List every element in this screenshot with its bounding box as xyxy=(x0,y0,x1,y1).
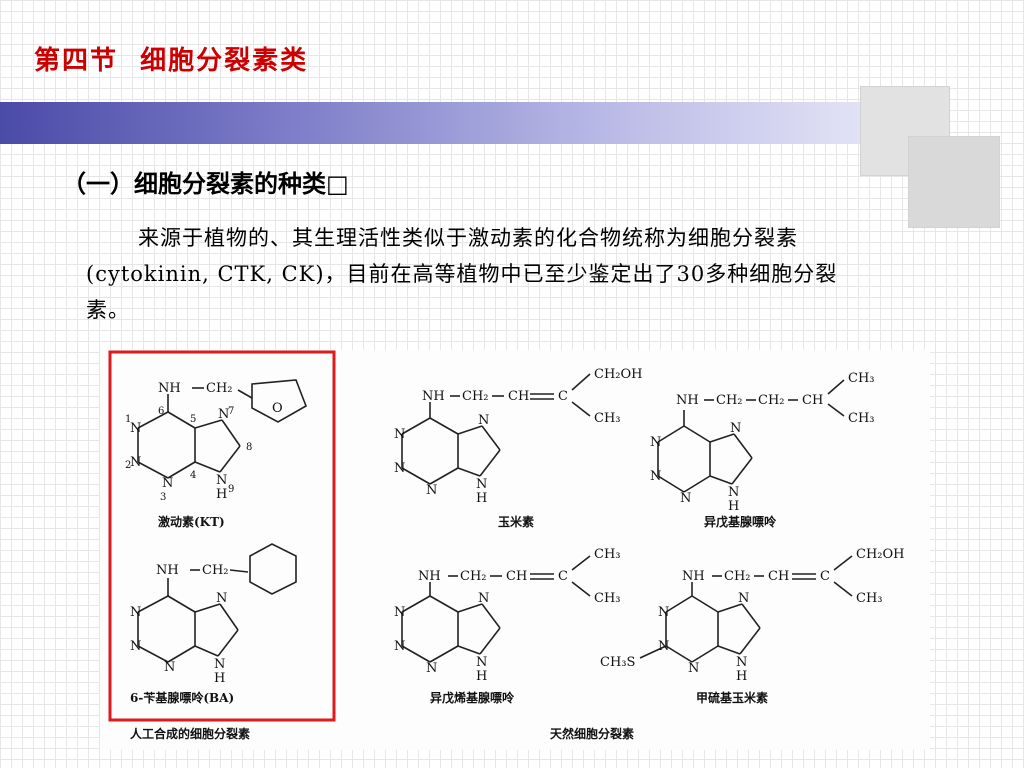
atom-label: NH xyxy=(158,381,181,396)
section-heading: （一）细胞分裂素的种类□ xyxy=(62,169,349,198)
atom-label: NH xyxy=(422,389,445,404)
atom-label: N xyxy=(658,605,669,620)
atom-label: C xyxy=(558,389,568,404)
isopentyladenine-caption: 异戊基腺嘌呤 xyxy=(704,514,777,529)
methylthiozeatin-structure: N N N N N H CH₃S NH CH₂ CH C CH₂OH CH₃ xyxy=(600,547,905,684)
ring-number: 7 xyxy=(228,406,234,417)
atom-label: N xyxy=(478,591,489,606)
atom-label: H xyxy=(214,671,225,686)
ring-number: 5 xyxy=(190,414,196,425)
atom-label: CH₃ xyxy=(594,591,621,606)
slide-title: 第四节 细胞分裂素类 xyxy=(34,46,309,76)
atom-label: N xyxy=(658,639,669,654)
atom-label: CH₃ xyxy=(848,411,875,426)
atom-label: H xyxy=(216,487,227,502)
atom-label: N xyxy=(394,639,405,654)
atom-label: N xyxy=(130,421,141,436)
atom-label: CH₂ xyxy=(462,389,489,404)
atom-label: O xyxy=(272,401,283,416)
atom-label: N xyxy=(426,483,437,498)
atom-label: N xyxy=(130,639,141,654)
atom-label: N xyxy=(162,476,173,491)
atom-label: CH₃S xyxy=(600,655,635,670)
isopentenyladenine-caption: 异戊烯基腺嘌呤 xyxy=(430,690,515,705)
atom-label: CH xyxy=(768,569,789,584)
atom-label: N xyxy=(130,455,141,470)
body-paragraph: 来源于植物的、其生理活性类似于激动素的化合物统称为细胞分裂素(cytokinin… xyxy=(86,226,838,322)
ring-number: 9 xyxy=(228,484,234,495)
isopentenyladenine-structure: N N N N N H NH CH₂ CH C CH₃ CH₃ xyxy=(394,547,621,684)
atom-label: N xyxy=(650,435,661,450)
atom-label: CH₂ xyxy=(206,381,233,396)
atom-label: CH₂ xyxy=(758,393,785,408)
atom-label: C xyxy=(558,569,568,584)
atom-label: N xyxy=(476,655,487,670)
atom-label: N xyxy=(218,407,229,422)
atom-label: H xyxy=(728,499,739,514)
atom-label: C xyxy=(820,569,830,584)
atom-label: NH xyxy=(682,569,705,584)
atom-label: N xyxy=(216,473,227,488)
atom-label: H xyxy=(736,669,747,684)
atom-label: N xyxy=(476,477,487,492)
atom-label: N xyxy=(728,485,739,500)
atom-label: CH₂OH xyxy=(856,547,905,562)
atom-label: CH₂ xyxy=(724,569,751,584)
atom-label: CH₂OH xyxy=(594,367,643,382)
atom-label: CH₂ xyxy=(716,393,743,408)
ring-number: 6 xyxy=(158,406,164,417)
atom-label: N xyxy=(688,661,699,676)
natural-group-caption: 天然细胞分裂素 xyxy=(550,726,634,741)
ring-number: 8 xyxy=(246,442,252,453)
atom-label: N xyxy=(730,421,741,436)
atom-label: CH₃ xyxy=(856,591,883,606)
atom-label: CH xyxy=(508,389,529,404)
atom-label: N xyxy=(426,661,437,676)
atom-label: N xyxy=(394,461,405,476)
atom-label: N xyxy=(478,413,489,428)
synthetic-group-caption: 人工合成的细胞分裂素 xyxy=(130,726,250,741)
atom-label: CH₂ xyxy=(202,563,229,578)
atom-label: N xyxy=(650,469,661,484)
isopentyladenine-structure: N N N N N H NH CH₂ CH₂ CH CH₃ CH₃ xyxy=(650,371,875,514)
zeatin-structure: N N N N N H NH CH₂ CH C CH₂OH CH₃ xyxy=(394,367,643,506)
benzyladenine-structure: N N N N N H NH CH₂ xyxy=(130,543,297,686)
atom-label: CH₂ xyxy=(460,569,487,584)
structures-svg: N N N N N H NH CH₂ O 1 2 3 4 5 6 7 8 9 激… xyxy=(108,350,905,741)
ring-number: 1 xyxy=(125,414,131,425)
decorative-square xyxy=(908,136,1000,228)
atom-label: CH₃ xyxy=(594,547,621,562)
atom-label: N xyxy=(738,591,749,606)
atom-label: N xyxy=(130,605,141,620)
kinetin-structure: N N N N N H NH CH₂ O 1 2 3 4 5 6 7 8 9 xyxy=(125,379,307,503)
cytokinin-structures-figure: N N N N N H NH CH₂ O 1 2 3 4 5 6 7 8 9 激… xyxy=(100,350,930,750)
ring-number: 4 xyxy=(190,470,196,481)
atom-label: N xyxy=(736,655,747,670)
ring-number: 3 xyxy=(160,492,166,503)
atom-label: NH xyxy=(156,563,179,578)
atom-label: N xyxy=(394,427,405,442)
atom-label: CH xyxy=(506,569,527,584)
atom-label: H xyxy=(476,669,487,684)
atom-label: N xyxy=(214,657,225,672)
atom-label: NH xyxy=(418,569,441,584)
synthetic-group-frame xyxy=(108,350,336,722)
benzyladenine-caption: 6-苄基腺嘌呤(BA) xyxy=(130,690,234,705)
atom-label: H xyxy=(476,491,487,506)
atom-label: CH₃ xyxy=(594,411,621,426)
atom-label: N xyxy=(394,605,405,620)
atom-label: NH xyxy=(676,393,699,408)
methylthiozeatin-caption: 甲硫基玉米素 xyxy=(696,690,768,705)
atom-label: N xyxy=(680,491,691,506)
atom-label: CH xyxy=(802,393,823,408)
ring-number: 2 xyxy=(125,460,131,471)
atom-label: CH₃ xyxy=(848,371,875,386)
title-banner xyxy=(0,102,862,144)
atom-label: N xyxy=(164,660,175,675)
atom-label: N xyxy=(216,591,227,606)
kinetin-caption: 激动素(KT) xyxy=(158,514,225,529)
zeatin-caption: 玉米素 xyxy=(498,514,534,529)
